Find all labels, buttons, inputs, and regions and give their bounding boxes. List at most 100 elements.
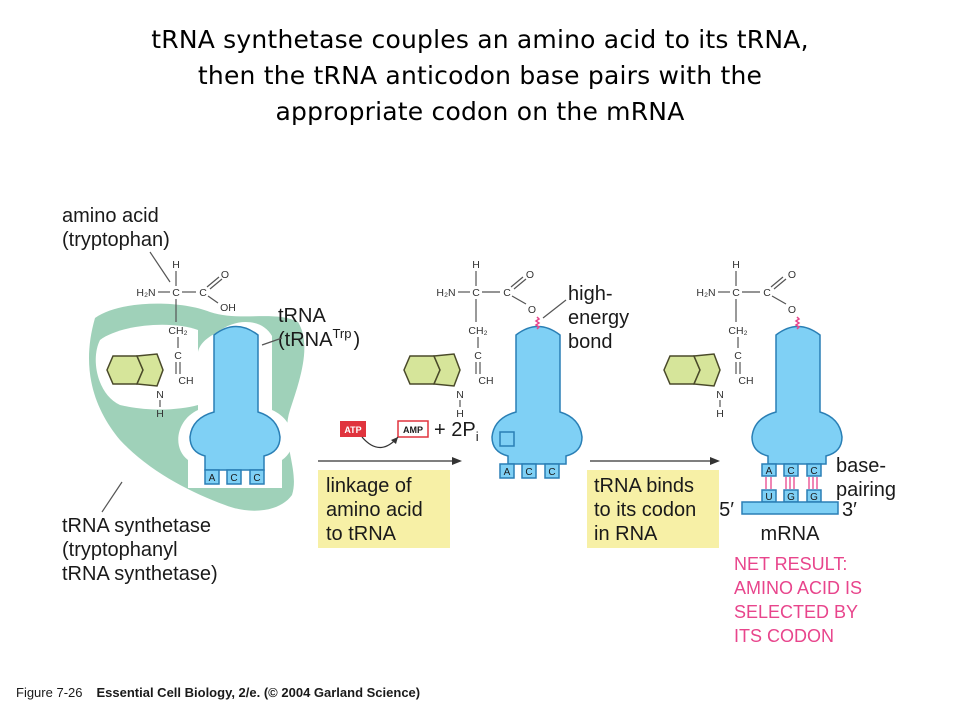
atom-carboxyl-carbon: C — [199, 287, 207, 299]
pointer-synthetase — [101, 481, 123, 513]
label-synthetase-1: tRNA synthetase — [62, 515, 211, 537]
base-pair-lines — [765, 477, 818, 489]
atom2-ch2: CH₂ — [468, 325, 487, 337]
label-synthetase-3: tRNA synthetase) — [62, 563, 218, 585]
label-bond: bond — [568, 331, 613, 353]
indole-ring-1 — [106, 353, 164, 387]
label-mrna: mRNA — [761, 523, 821, 545]
anticodon2-base-1: A — [504, 467, 511, 478]
pointer-high-energy — [542, 299, 567, 319]
atom-ch2: CH₂ — [168, 325, 187, 337]
atom-h-top: H — [172, 259, 180, 271]
atom3-ring-ch: CH — [738, 375, 753, 387]
atom3-ring-nh: H — [716, 408, 724, 420]
atom-ring-n: N — [156, 389, 164, 401]
tryptophan-1: H H₂N C C O OH CH₂ C CH N H — [106, 259, 236, 420]
atom3-ring-n: N — [716, 389, 724, 401]
atom2-alpha-carbon: C — [472, 287, 480, 299]
atom2-carboxyl-carbon: C — [503, 287, 511, 299]
net-result-line-2: AMINO ACID IS — [734, 578, 862, 598]
pointer-trna — [261, 337, 283, 346]
label-energy: energy — [568, 307, 629, 329]
high-energy-bond-squiggle — [534, 316, 541, 330]
figure-number: Figure 7-26 — [16, 685, 82, 700]
title-line-1: tRNA synthetase couples an amino acid to… — [151, 25, 809, 54]
page-title: tRNA synthetase couples an amino acid to… — [20, 22, 940, 130]
atom-o: O — [221, 269, 229, 281]
title-line-2: then the tRNA anticodon base pairs with … — [197, 61, 763, 90]
atom-oh: OH — [220, 302, 236, 314]
anticodon2-base-3: C — [548, 467, 555, 478]
amp-label: AMP — [403, 425, 423, 435]
box-binds-codon — [587, 470, 719, 548]
atom-ring-nh: H — [156, 408, 164, 420]
atom3-h-top: H — [732, 259, 740, 271]
codon-base-3: G — [810, 492, 818, 503]
atom2-ring-ch: CH — [478, 375, 493, 387]
atp-curve-arrow — [361, 436, 399, 449]
trna-3: A C C — [751, 325, 843, 477]
box-binds-line-3: in RNA — [594, 523, 658, 545]
net-result-line-4: ITS CODON — [734, 626, 834, 646]
trna-1: A C C — [189, 325, 281, 485]
box-linkage-line-2: amino acid — [326, 499, 423, 521]
anticodon3-base-1: A — [766, 466, 773, 477]
pointer-amino-acid — [149, 251, 171, 283]
anticodon2-base-2: C — [525, 467, 532, 478]
plus-2pi: + 2Pi — [434, 419, 479, 444]
trna-2: A C C — [491, 325, 583, 479]
atom2-ring-c: C — [474, 350, 482, 362]
atom2-o-double: O — [526, 269, 534, 281]
label-5-prime: 5′ — [719, 499, 734, 521]
label-tryptophan: (tryptophan) — [62, 229, 170, 251]
label-trna: tRNA — [278, 305, 326, 327]
label-trna-trp: (tRNATrp) — [278, 326, 360, 351]
atom2-h2n: H₂N — [436, 287, 455, 299]
indole-ring-3 — [663, 353, 721, 387]
box-linkage-line-3: to tRNA — [326, 523, 397, 545]
atom2-ring-n: N — [456, 389, 464, 401]
atom-alpha-carbon: C — [172, 287, 180, 299]
anticodon-base-2: C — [230, 473, 237, 484]
label-synthetase-2: (tryptophanyl — [62, 539, 178, 561]
atom3-o-double: O — [788, 269, 796, 281]
box-binds-line-1: tRNA binds — [594, 475, 694, 497]
label-pairing: pairing — [836, 479, 896, 501]
atp-badge — [340, 421, 366, 437]
atom-h2n: H₂N — [136, 287, 155, 299]
label-amino-acid: amino acid — [62, 205, 159, 227]
atom3-o-ester: O — [788, 304, 796, 316]
atom3-ring-c: C — [734, 350, 742, 362]
atom-ring-c: C — [174, 350, 182, 362]
box-linkage — [318, 470, 450, 548]
mrna-strand: U G G — [741, 489, 839, 515]
anticodon-base-1: A — [209, 473, 216, 484]
title-line-3: appropriate codon on the mRNA — [275, 97, 685, 126]
atom-ring-ch: CH — [178, 375, 193, 387]
codon-base-2: G — [787, 492, 795, 503]
atom2-o-ester: O — [528, 304, 536, 316]
anticodon3-base-2: C — [787, 466, 794, 477]
net-result-line-1: NET RESULT: — [734, 554, 847, 574]
indole-ring-2 — [403, 353, 461, 387]
anticodon-base-3: C — [253, 473, 260, 484]
tryptophan-2: H H₂N C C O O CH₂ C CH N H — [403, 259, 541, 420]
figure-caption: Figure 7-26 Essential Cell Biology, 2/e. … — [16, 685, 420, 700]
atom3-alpha-carbon: C — [732, 287, 740, 299]
label-3-prime: 3′ — [842, 499, 857, 521]
atom3-h2n: H₂N — [696, 287, 715, 299]
figure-source: Essential Cell Biology, 2/e. (© 2004 Gar… — [96, 685, 420, 700]
atp-label: ATP — [344, 425, 361, 435]
atom3-carboxyl-carbon: C — [763, 287, 771, 299]
label-base: base- — [836, 455, 886, 477]
label-high: high- — [568, 283, 612, 305]
atom2-h-top: H — [472, 259, 480, 271]
net-result-line-3: SELECTED BY — [734, 602, 858, 622]
anticodon3-base-3: C — [810, 466, 817, 477]
atom2-ring-nh: H — [456, 408, 464, 420]
atom3-ch2: CH₂ — [728, 325, 747, 337]
box-binds-line-2: to its codon — [594, 499, 696, 521]
box-linkage-line-1: linkage of — [326, 475, 412, 497]
tryptophan-3: H H₂N C C O O CH₂ C CH N H — [663, 259, 801, 420]
